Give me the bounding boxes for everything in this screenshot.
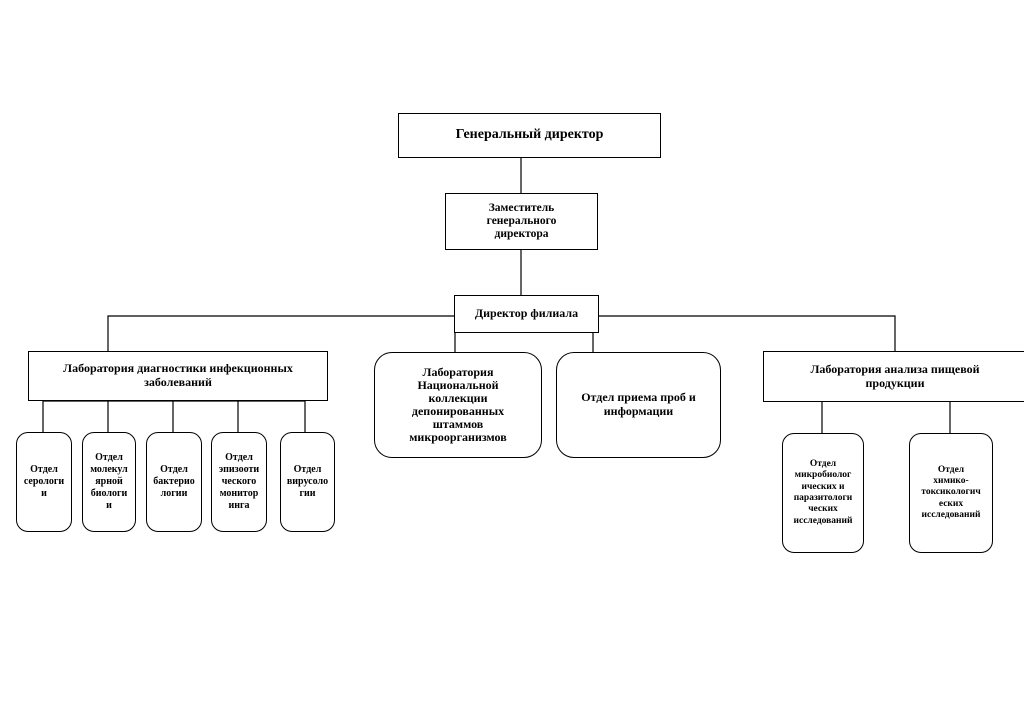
dept-molecular-box: Отдел молекул ярной биологи и (82, 432, 136, 532)
dept-serology-box: Отдел серологи и (16, 432, 72, 532)
branch-director-box: Директор филиала (454, 295, 599, 333)
dept-samples-label: Отдел приема проб и информации (581, 390, 696, 418)
line-branch-left-bus (107, 315, 455, 351)
dept-samples-box: Отдел приема проб и информации (556, 352, 721, 458)
dept-virology-box: Отдел вирусоло гии (280, 432, 335, 532)
general-director-label: Генеральный директор (455, 127, 604, 143)
dept-microbiology-box: Отдел микробиолог ических и паразитологи… (782, 433, 864, 553)
lab-infectious-label: Лаборатория диагностики инфекционных заб… (63, 361, 293, 389)
line-branch-right-bus (598, 315, 896, 351)
deputy-director-label: Заместитель генерального директора (486, 201, 557, 241)
lab-food-box: Лаборатория анализа пищевой продукции (763, 351, 1024, 402)
lab-national-collection-box: Лаборатория Национальной коллекции депон… (374, 352, 542, 458)
deputy-director-box: Заместитель генерального директора (445, 193, 598, 250)
dept-microbiology-label: Отдел микробиолог ических и паразитологи… (793, 458, 853, 526)
dept-serology-label: Отдел серологи и (23, 464, 65, 499)
dept-bacteriology-label: Отдел бактерио логии (153, 464, 195, 499)
branch-director-label: Директор филиала (474, 306, 579, 321)
lab-national-collection-label: Лаборатория Национальной коллекции депон… (409, 365, 507, 444)
dept-epizootic-label: Отдел эпизооти ческого монитор инга (218, 452, 260, 511)
dept-chemtox-box: Отдел химико- токсикологич еских исследо… (909, 433, 993, 553)
dept-molecular-label: Отдел молекул ярной биологи и (90, 452, 128, 511)
lab-food-label: Лаборатория анализа пищевой продукции (810, 361, 980, 390)
dept-bacteriology-box: Отдел бактерио логии (146, 432, 202, 532)
general-director-box: Генеральный директор (398, 113, 661, 158)
dept-virology-label: Отдел вирусоло гии (286, 464, 329, 499)
dept-epizootic-box: Отдел эпизооти ческого монитор инга (211, 432, 267, 532)
dept-chemtox-label: Отдел химико- токсикологич еских исследо… (921, 464, 981, 521)
lab-infectious-box: Лаборатория диагностики инфекционных заб… (28, 351, 328, 401)
